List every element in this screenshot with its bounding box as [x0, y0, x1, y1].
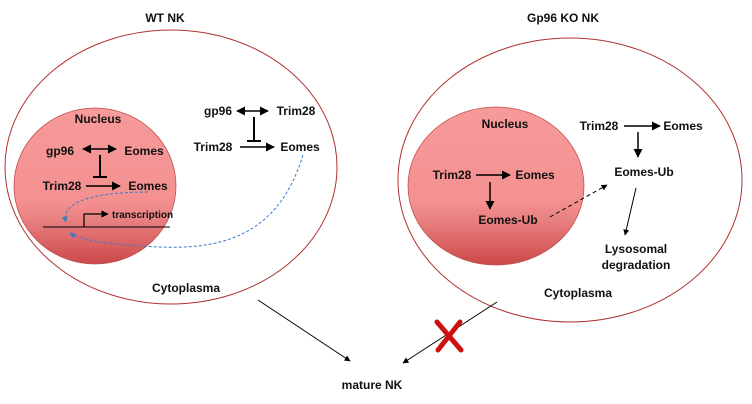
eomes-label: Eomes	[124, 144, 164, 158]
eomes-label: Eomes	[515, 168, 555, 182]
eomes-ub-label: Eomes-Ub	[478, 213, 537, 227]
trim28-label: Trim28	[43, 179, 82, 193]
cytoplasm-label: Cytoplasma	[152, 281, 220, 295]
gp96-label: gp96	[46, 144, 74, 158]
trim28-label: Trim28	[277, 104, 316, 118]
eomes-ub-label: Eomes-Ub	[614, 165, 673, 179]
gp96-label: gp96	[204, 104, 232, 118]
transcription-label: transcription	[112, 210, 173, 221]
transcription-start-arrow	[83, 210, 109, 227]
cytoplasm-label: Cytoplasma	[544, 286, 612, 300]
maturation-arrow	[257, 299, 351, 362]
cell-membrane	[4, 29, 338, 305]
eomes-label: Eomes	[663, 119, 703, 133]
export-dashed-arrow	[549, 184, 608, 218]
trim28-label: Trim28	[580, 119, 619, 133]
nucleus-label: Nucleus	[482, 117, 529, 131]
degradation-arrow	[623, 187, 637, 236]
gp96-ko-nk-title: Gp96 KO NK	[527, 11, 599, 25]
wt-nk-title: WT NK	[145, 11, 185, 25]
eomes-label: Eomes	[280, 140, 320, 154]
mature-nk-label: mature NK	[342, 378, 403, 392]
lysosomal-label: Lysosomal	[605, 242, 667, 256]
nucleus	[407, 106, 585, 266]
dashed-path	[69, 154, 304, 248]
dashed-path	[61, 191, 149, 223]
nucleus-label: Nucleus	[75, 112, 122, 126]
cell-membrane	[397, 37, 743, 323]
trim28-label: Trim28	[433, 168, 472, 182]
wt-nk-cell: WT NK Nucleus gp96 Eomes Trim28 Eomes tr…	[4, 11, 338, 305]
degradation-label: degradation	[602, 258, 671, 272]
eomes-label: Eomes	[128, 179, 168, 193]
gp96-ko-nk-cell: Gp96 KO NK Nucleus Trim28 Eomes Eomes-Ub…	[397, 11, 743, 323]
trim28-label: Trim28	[194, 140, 233, 154]
blocked-x-icon	[434, 319, 464, 353]
